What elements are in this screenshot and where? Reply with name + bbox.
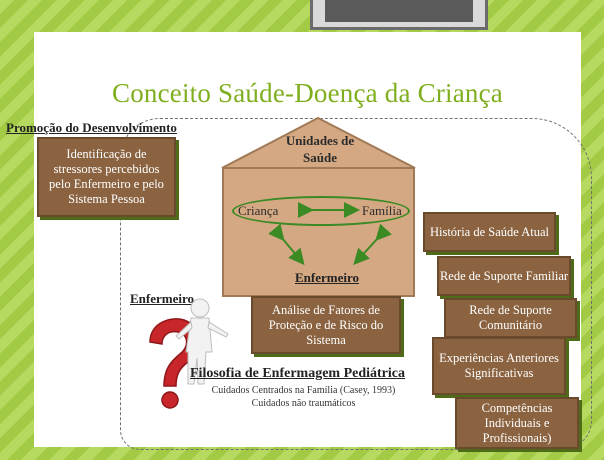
filosofia-line2: Cuidados não traumáticos <box>251 398 356 409</box>
house-title: Unidades de Saúde <box>255 132 385 166</box>
right-box-historia: História de Saúde Atual <box>423 212 556 252</box>
dashed-frame <box>120 118 592 450</box>
house-title-line2: Saúde <box>303 150 337 165</box>
right-box-experiencias: Experiências Anteriores Significativas <box>432 337 566 395</box>
question-mark-icon <box>149 318 201 409</box>
enfermeiro-center-label: Enfermeiro <box>295 270 360 285</box>
slide-title: Conceito Saúde-Doença da Criança <box>112 78 503 108</box>
slide-header-tab <box>310 0 488 30</box>
familia-label: Família <box>362 203 402 218</box>
filosofia-line1: Cuidados Centrados na Família (Casey, 19… <box>211 385 396 396</box>
arrow-crianca-enfermeiro <box>268 223 305 266</box>
family-ellipse <box>232 196 410 226</box>
filosofia-subtitle: Cuidados Centrados na Família (Casey, 19… <box>186 384 421 410</box>
filosofia-title: Filosofia de Enfermagem Pediátrica <box>190 366 406 381</box>
right-box-rede-familiar: Rede de Suporte Familiar <box>437 256 571 296</box>
right-box-competencias: Competências Individuais e Profissionais… <box>455 397 579 449</box>
house-title-line1: Unidades de <box>285 133 355 148</box>
arrow-familia-enfermeiro <box>353 223 393 265</box>
promocao-label: Promoção do Desenvolvimento <box>6 120 177 135</box>
analise-box: Análise de Fatores de Proteção e de Risc… <box>251 296 401 354</box>
enfermeiro-left-label: Enfermeiro <box>130 291 195 306</box>
person-figure-icon <box>175 298 229 385</box>
crianca-label: Criança <box>238 203 279 218</box>
promocao-box: Identificação de stressores percebidos p… <box>37 137 176 217</box>
